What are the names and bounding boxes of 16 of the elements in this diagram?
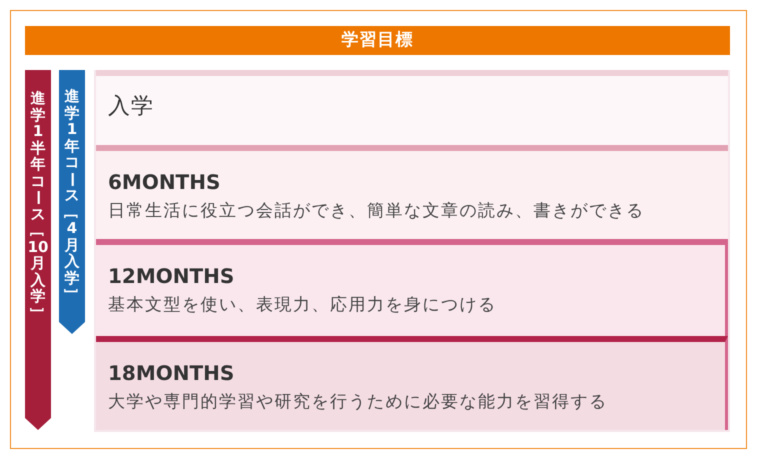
stage-row [96,336,728,430]
stage-row [96,145,728,239]
stage-row [96,70,728,145]
ribbon-label: 進学1年コース［4月入学］ [62,88,82,302]
ribbon-banner [59,70,85,334]
stage-description: 基本文型を使い、表現力、応用力を身につける [108,294,496,317]
title-banner: 学習目標 [25,26,730,55]
ribbon-banner [25,70,51,430]
stage-description: 大学や専門的学習や研究を行うために必要な能力を習得する [108,391,608,414]
stage-heading: 6MONTHS [108,169,220,195]
stage-description: 日常生活に役立つ会話ができ、簡単な文章の読み、書きができる [108,200,644,223]
stage-row [96,239,728,336]
ribbon-label: 進学1半年コース［10月入学］ [27,90,49,321]
stage-heading: 入学 [108,93,154,121]
stage-heading: 18MONTHS [108,360,234,386]
stage-heading: 12MONTHS [108,263,234,289]
